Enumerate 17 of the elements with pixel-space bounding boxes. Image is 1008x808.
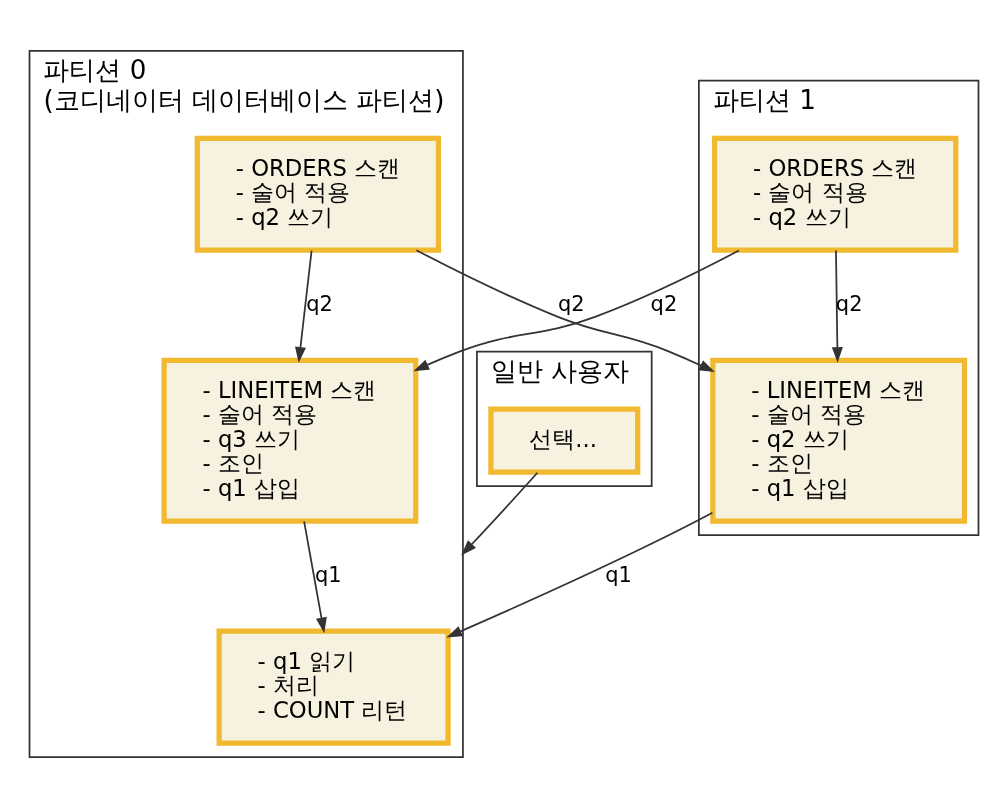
edge-label: q2 xyxy=(650,291,678,316)
arrow xyxy=(461,471,539,556)
arrow xyxy=(446,511,714,638)
node-box: 선택... xyxy=(488,406,641,475)
edge-label: q1 xyxy=(315,562,342,587)
arrow xyxy=(295,249,313,363)
node-box: - ORDERS 스캔 - 술어 적용 - q2 쓰기 xyxy=(194,135,442,253)
node-box: - ORDERS 스캔 - 술어 적용 - q2 쓰기 xyxy=(711,135,959,253)
edge-label: q2 xyxy=(306,291,333,316)
node-box: - LINEITEM 스캔 - 술어 적용 - q3 쓰기 - 조인 - q1 삽입 xyxy=(161,357,419,524)
node-box: - LINEITEM 스캔 - 술어 적용 - q2 쓰기 - 조인 - q1 삽입 xyxy=(710,357,968,524)
node-box: - q1 읽기 - 처리 - COUNT 리턴 xyxy=(216,628,451,746)
arrow xyxy=(831,249,843,363)
edge-label: q2 xyxy=(557,291,585,316)
edge-label: q1 xyxy=(605,562,632,587)
edge-label: q2 xyxy=(835,291,863,316)
arrow xyxy=(303,520,327,634)
